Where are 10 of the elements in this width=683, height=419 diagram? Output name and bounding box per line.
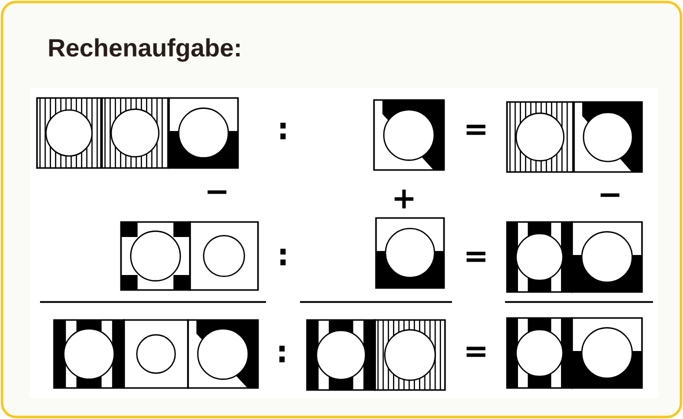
title: Rechenaufgabe:	[49, 38, 240, 62]
operator-sign: =	[466, 124, 486, 135]
operator-sign: :	[280, 122, 286, 140]
operator-sign: =	[466, 346, 486, 357]
operator-sign: =	[466, 252, 486, 262]
operator-sign: +	[394, 190, 414, 208]
operator-sign: −	[600, 193, 620, 197]
operator-sign: −	[208, 190, 226, 194]
operator-sign: :	[280, 248, 286, 266]
operator-sign: :	[279, 346, 285, 362]
